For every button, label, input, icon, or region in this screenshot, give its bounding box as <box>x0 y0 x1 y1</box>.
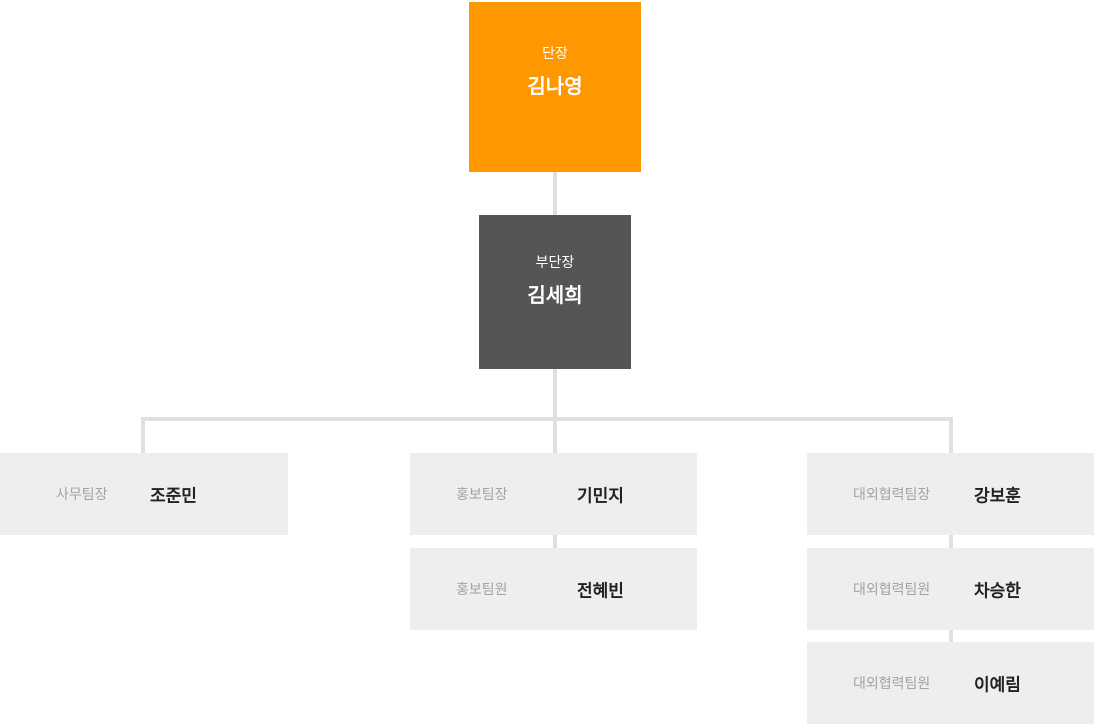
director-name: 김나영 <box>527 75 583 98</box>
member-box-external-team-member-1: 대외협력팀원 차승한 <box>807 548 1094 630</box>
director-role-label: 단장 <box>542 45 568 62</box>
connector-director-deputy <box>553 172 557 215</box>
member-name: 이예림 <box>974 675 1021 695</box>
connector-deputy-trunk <box>553 369 557 453</box>
member-name: 전혜빈 <box>577 581 624 601</box>
member-box-office-team-lead: 사무팀장 조준민 <box>0 453 288 535</box>
connector-drop-right <box>949 421 953 453</box>
member-box-pr-team-member: 홍보팀원 전혜빈 <box>410 548 697 630</box>
connector-horizontal <box>141 417 953 421</box>
member-name: 강보훈 <box>974 486 1021 506</box>
member-role-label: 사무팀장 <box>56 486 108 502</box>
connector-drop-left <box>141 421 145 453</box>
deputy-name: 김세희 <box>527 284 583 307</box>
member-name: 기민지 <box>577 486 624 506</box>
connector-external-member1-member2 <box>949 630 953 642</box>
member-role-label: 대외협력팀원 <box>853 581 931 597</box>
member-box-external-team-member-2: 대외협력팀원 이예림 <box>807 642 1094 724</box>
member-role-label: 대외협력팀장 <box>853 486 931 502</box>
member-box-external-team-lead: 대외협력팀장 강보훈 <box>807 453 1094 535</box>
member-role-label: 대외협력팀원 <box>853 675 931 691</box>
connector-pr-lead-member <box>553 535 557 548</box>
member-role-label: 홍보팀장 <box>456 486 508 502</box>
member-name: 조준민 <box>150 486 197 506</box>
org-node-deputy: 부단장 김세희 <box>479 215 631 369</box>
member-box-pr-team-lead: 홍보팀장 기민지 <box>410 453 697 535</box>
member-role-label: 홍보팀원 <box>456 581 508 597</box>
org-node-director: 단장 김나영 <box>469 2 641 172</box>
connector-external-lead-member1 <box>949 535 953 548</box>
deputy-role-label: 부단장 <box>535 254 575 271</box>
member-name: 차승한 <box>974 581 1021 601</box>
